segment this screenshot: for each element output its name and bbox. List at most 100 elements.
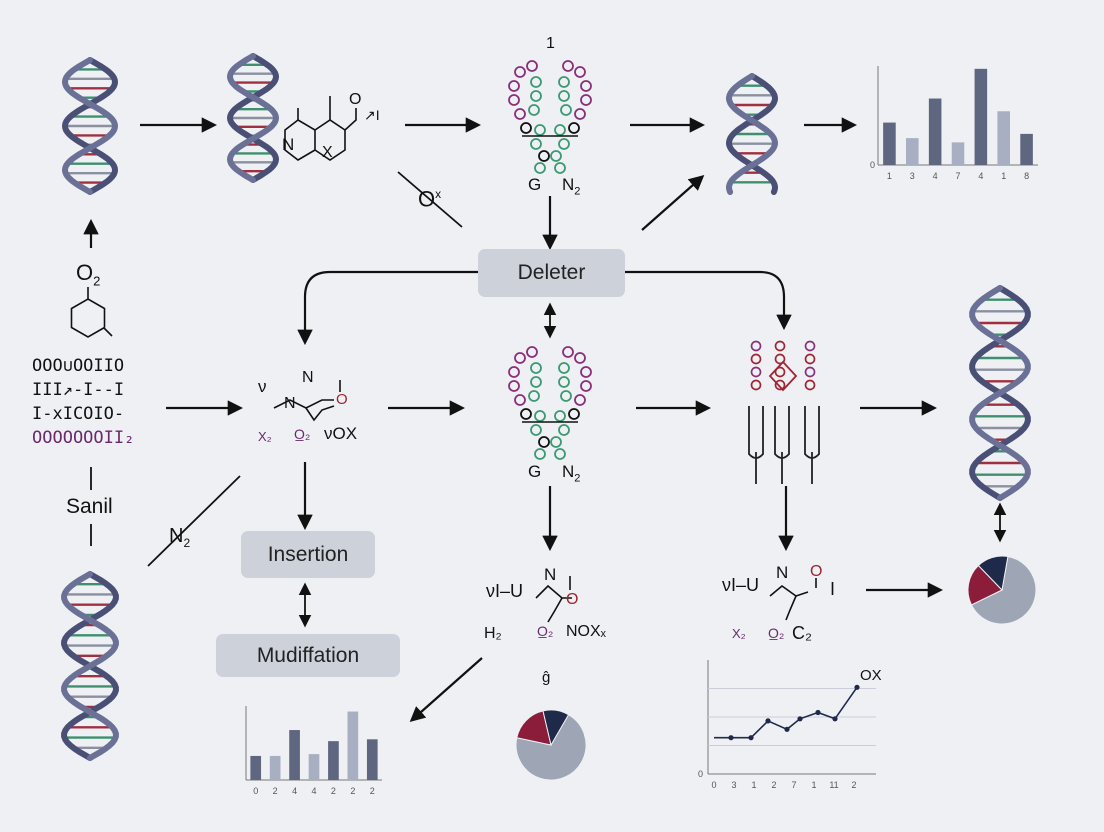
left-code-block: OOO∪OOIIO III↗-I--I I-xICOIO- OOOOOOOII₂: [32, 354, 134, 450]
nucleotide-ring: [538, 150, 550, 162]
chart-bar: [347, 711, 359, 780]
bond: [535, 584, 572, 599]
fork-top-n2: N2: [562, 176, 580, 197]
chart-point: [784, 726, 790, 732]
chart-tick-label: 1: [811, 780, 816, 790]
nucleotide-ring: [534, 410, 546, 422]
nucleotide-ring: [574, 108, 586, 120]
o2-o: O: [76, 260, 94, 285]
nucleotide-ring: [526, 60, 538, 72]
fork-mid-g: G: [528, 462, 542, 481]
chart-tick-label: 2: [350, 786, 355, 796]
nucleotide-ring: [514, 394, 526, 406]
nucleotide-ring: [560, 390, 572, 402]
chart-bar: [250, 755, 262, 780]
dna-helix-1: [61, 57, 119, 195]
insertion-box[interactable]: Insertion: [241, 531, 375, 578]
small-glyph: ĝ: [542, 669, 551, 686]
pie-slice: [542, 709, 570, 747]
chart-bar: [308, 754, 320, 780]
mol-br-c: O: [810, 563, 823, 580]
bond-lines: [70, 96, 817, 623]
nucleotide-ring: [774, 353, 786, 365]
chart-point: [748, 735, 754, 741]
bond: [273, 399, 334, 409]
pie-slice: [970, 555, 1037, 625]
chart-tick-label: 2: [771, 780, 776, 790]
insertion-label: Insertion: [267, 542, 349, 566]
chart-tick-label: 1: [1001, 171, 1006, 181]
nucleotide-ring: [526, 346, 538, 358]
mol-top-n: N: [282, 135, 295, 154]
nucleotide-ring: [530, 376, 542, 388]
nucleotide-ring: [554, 124, 566, 136]
nucleotide-ring: [508, 94, 520, 106]
mol-bc-o2: O̲₂: [537, 623, 554, 639]
mol-ml-b: N: [302, 369, 314, 386]
chart-tick-label: 2: [331, 786, 336, 796]
dna-helix-4: [969, 285, 1031, 501]
bond: [769, 584, 809, 597]
nucleotide-ring: [520, 122, 532, 134]
chart-tick-label: 8: [1024, 171, 1029, 181]
top-index-label: 1: [546, 35, 555, 52]
nucleotide-ring: [562, 346, 574, 358]
nucleotide-ring: [774, 379, 786, 391]
chart-tick-label: 4: [292, 786, 297, 796]
mol-bc-b: N: [544, 565, 557, 584]
nucleotide-ring: [558, 76, 570, 88]
nucleotide-ring: [750, 353, 762, 365]
chart-bar: [974, 68, 988, 165]
dna-helix-2: [226, 53, 280, 183]
chart-bar: [289, 730, 300, 780]
mol-bc-a: νI–U: [486, 581, 524, 601]
nucleotide-ring: [558, 376, 570, 388]
nucleotide-ring: [508, 80, 520, 92]
mol-ml-a: ν: [258, 377, 267, 396]
mol-top-o: O: [349, 91, 362, 108]
tube-shape: [748, 406, 764, 459]
helix-strand: [61, 571, 119, 761]
arrow-deleter-to-left: [297, 270, 478, 346]
pie-slice: [515, 714, 587, 781]
chart-tick-label: 2: [851, 780, 856, 790]
deleter-label: Deleter: [517, 261, 586, 284]
nucleotide-ring: [514, 352, 526, 364]
nucleotide-ring: [568, 122, 580, 134]
modification-box[interactable]: Mudiffation: [216, 634, 400, 677]
ox-top-x: x: [435, 187, 442, 201]
pie-chart-bottom: [515, 709, 587, 781]
arrow-deleter-to-right: [625, 270, 792, 331]
nucleotide-ring: [750, 379, 762, 391]
dna-helices: [61, 53, 1031, 761]
mol-br-b: N: [776, 563, 789, 582]
mol-br-a: νI–U: [722, 575, 760, 595]
nucleotide-ring: [804, 379, 816, 391]
helix-strand: [725, 73, 779, 195]
deleter-box[interactable]: Deleter: [478, 249, 625, 297]
chart-bar: [928, 98, 942, 165]
chart-tick-label: 4: [311, 786, 316, 796]
chart-tick-label: 4: [978, 171, 983, 181]
nucleotide-ring: [554, 448, 566, 460]
chart-bar: [269, 755, 281, 780]
code-line-1: OOO∪OOIIO: [32, 356, 125, 376]
bond-line: [147, 475, 241, 567]
nucleotide-ring: [580, 80, 592, 92]
helix-strand: [226, 53, 280, 183]
nucleotide-ring: [528, 390, 540, 402]
tube-shape: [804, 406, 820, 459]
chart-bar: [883, 122, 896, 165]
nucleotide-ring: [534, 448, 546, 460]
mol-ml-sub2: O̲₂: [294, 426, 311, 442]
bond-line: [397, 171, 463, 228]
bond: [785, 595, 797, 621]
nucleotide-ring: [774, 340, 786, 352]
chart-point: [854, 684, 860, 690]
chart-tick-label: 3: [910, 171, 915, 181]
fork-mid-n: N: [562, 462, 575, 481]
